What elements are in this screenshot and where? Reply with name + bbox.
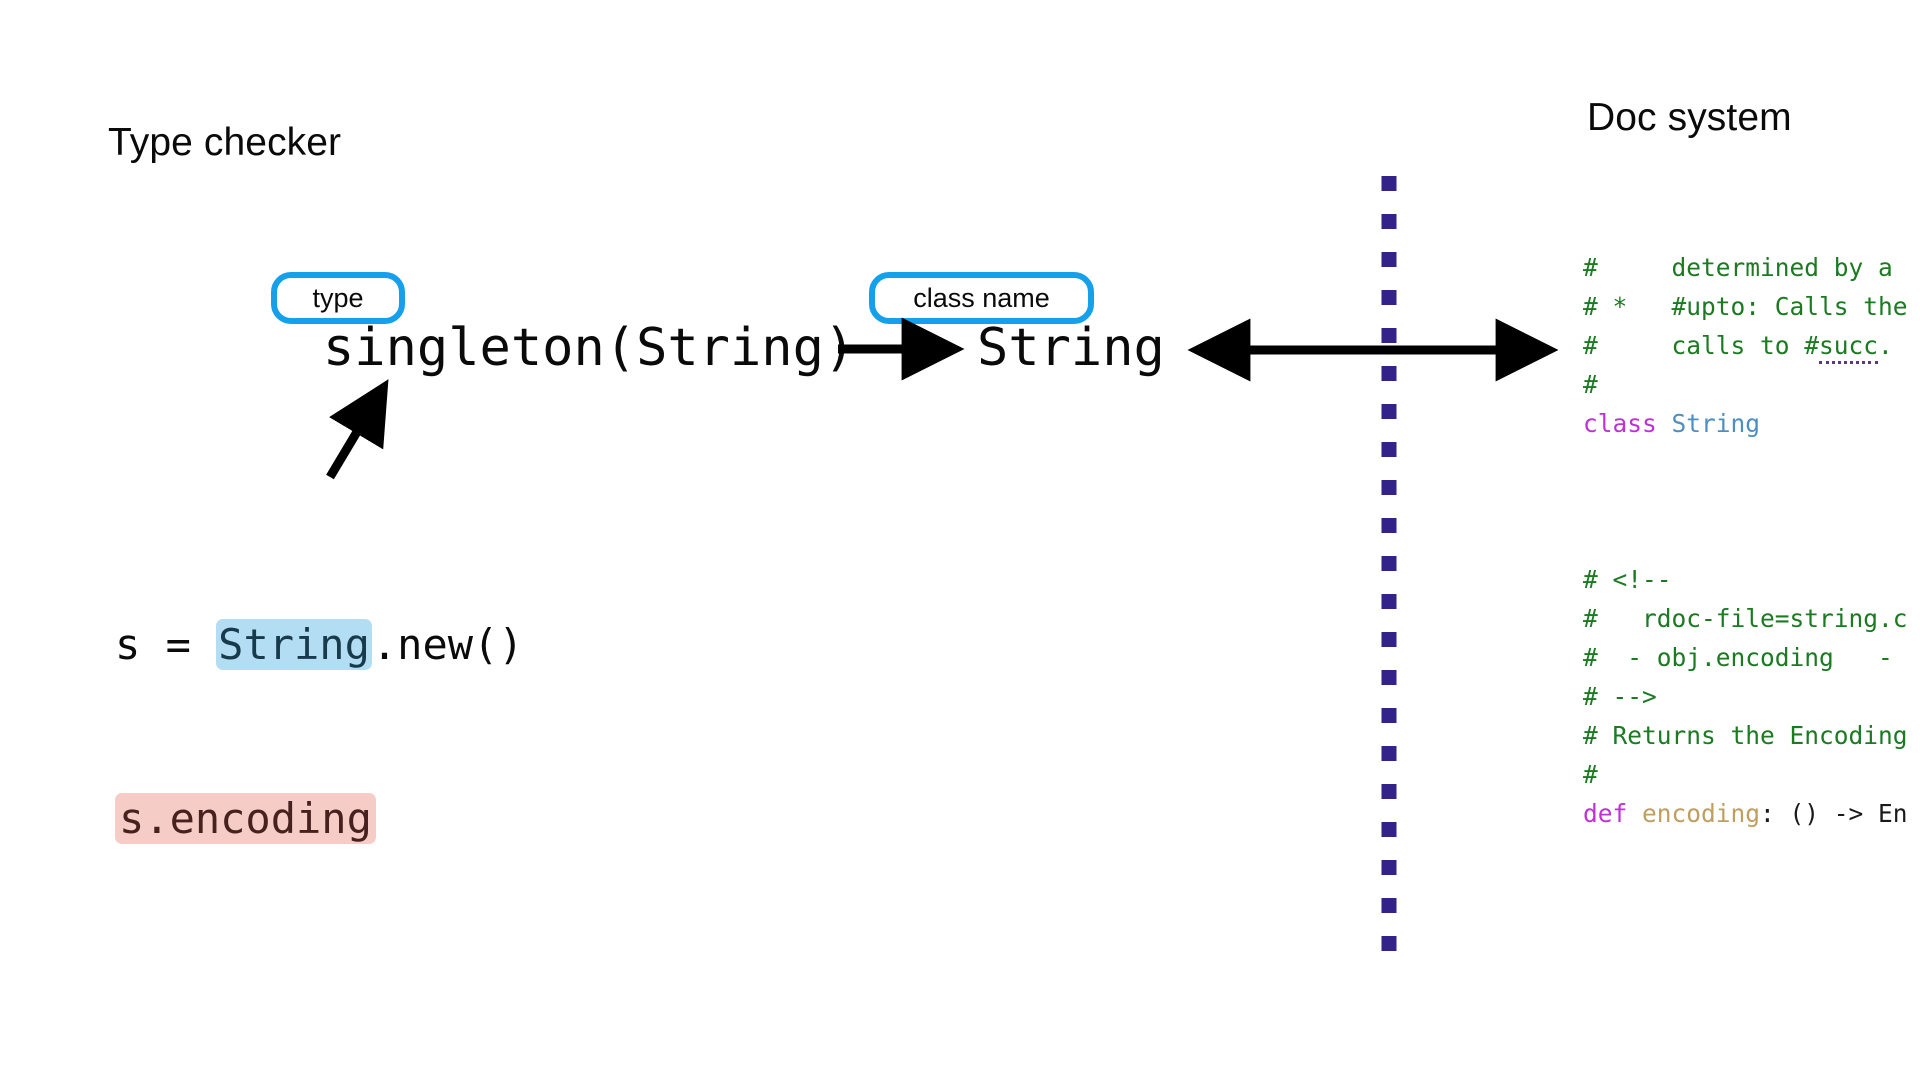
arrow-string-to-singleton — [326, 379, 389, 480]
doc-line: # rdoc-file=string.c — [1583, 599, 1920, 638]
doc-token-keyword: def — [1583, 799, 1643, 828]
code-suffix: .new() — [371, 620, 524, 669]
doc-system-title: Doc system — [1587, 96, 1792, 139]
doc-token-plain: : () -> En — [1760, 799, 1908, 828]
doc-token-comment: # — [1583, 370, 1598, 399]
doc-token-comment: # rdoc-file=string.c — [1583, 604, 1908, 633]
doc-token-comment: # — [1583, 760, 1598, 789]
doc-token-comment: # determined by a — [1583, 253, 1893, 282]
code-prefix: s = — [115, 620, 217, 669]
code-line-encoding: s.encoding — [115, 790, 524, 848]
doc-token-comment: # * #upto: Calls the — [1583, 292, 1908, 321]
code-line-assignment: s = String.new() — [115, 616, 524, 674]
doc-token-comment: . — [1878, 331, 1893, 360]
doc-line: def encoding: () -> En — [1583, 794, 1920, 833]
class-name-text: String — [977, 318, 1165, 378]
doc-line: # Returns the Encoding — [1583, 716, 1920, 755]
badge-class-name: class name — [869, 272, 1094, 324]
doc-line: # - obj.encoding - — [1583, 638, 1920, 677]
doc-line: # --> — [1583, 677, 1920, 716]
doc-token-comment: # Returns the Encoding — [1583, 721, 1908, 750]
doc-token-comment: # --> — [1583, 682, 1657, 711]
doc-line: # <!-- — [1583, 560, 1920, 599]
doc-token-comment: # calls to # — [1583, 331, 1820, 360]
badge-type: type — [271, 272, 405, 324]
doc-code-panel[interactable]: # determined by a # * #upto: Calls the # c… — [1583, 248, 1920, 908]
code-highlight-encoding: s.encoding — [115, 793, 376, 844]
doc-line-blank — [1583, 443, 1920, 482]
doc-line: # * #upto: Calls the — [1583, 287, 1920, 326]
doc-token-class: String — [1671, 409, 1761, 438]
doc-token-method: encoding — [1642, 799, 1761, 828]
doc-line: # — [1583, 365, 1920, 404]
doc-token-comment: # <!-- — [1583, 565, 1672, 594]
doc-line-blank — [1583, 482, 1920, 521]
doc-line: # — [1583, 755, 1920, 794]
type-expression-text: singleton(String) — [323, 318, 856, 378]
source-code-block: s = String.new() s.encoding — [115, 500, 524, 964]
doc-token-comment-squiggle: succ — [1819, 331, 1879, 364]
doc-line: # determined by a — [1583, 248, 1920, 287]
code-highlight-string: String — [216, 619, 372, 670]
type-checker-title: Type checker — [108, 121, 342, 164]
doc-line: # calls to #succ. — [1583, 326, 1920, 365]
doc-line-blank — [1583, 521, 1920, 560]
doc-line: class String — [1583, 404, 1920, 443]
doc-token-keyword: class — [1583, 409, 1672, 438]
doc-token-comment: # - obj.encoding - — [1583, 643, 1893, 672]
